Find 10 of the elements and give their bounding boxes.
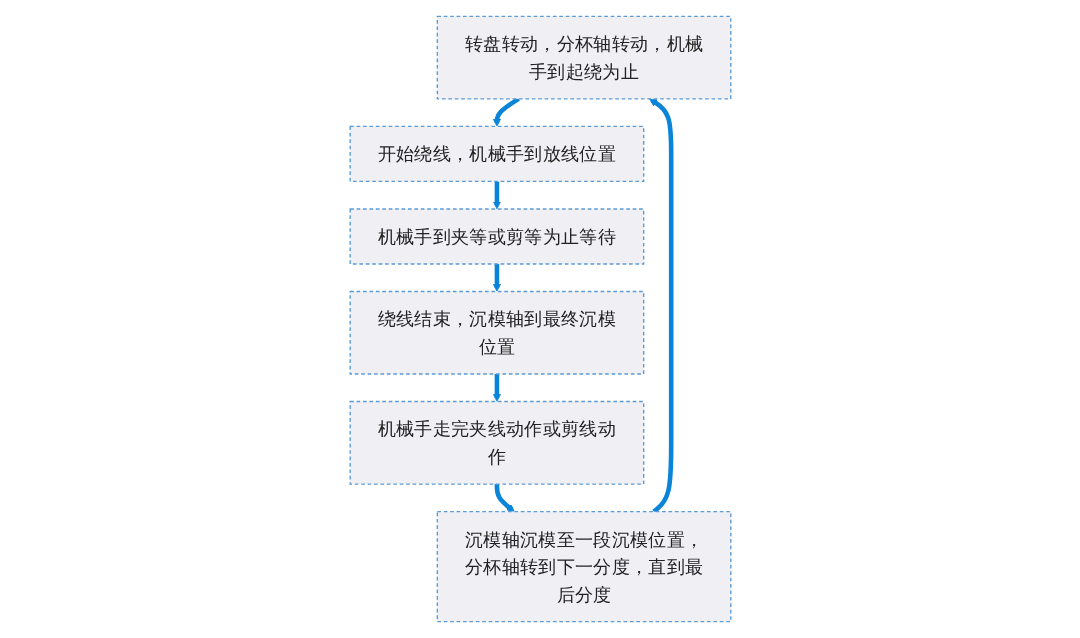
arrow (492, 181, 501, 210)
node-box: 开始绕线，机械手到放线位置 (349, 125, 644, 183)
node-box: 转盘转动，分杯轴转动，机械手到起绕为止 (436, 15, 731, 100)
arrow (492, 374, 501, 402)
node-box: 沉模轴沉模至一段沉模位置，分杯轴转到下一分度，直到最后分度 (436, 510, 731, 623)
node-box: 机械手到夹等或剪等为止等待 (349, 208, 644, 265)
node-box: 机械手走完夹线动作或剪线动作 (349, 400, 644, 485)
arrow (494, 484, 515, 512)
node-box: 绕线结束，沉模轴到最终沉模位置 (349, 290, 644, 375)
arrow (492, 263, 501, 292)
